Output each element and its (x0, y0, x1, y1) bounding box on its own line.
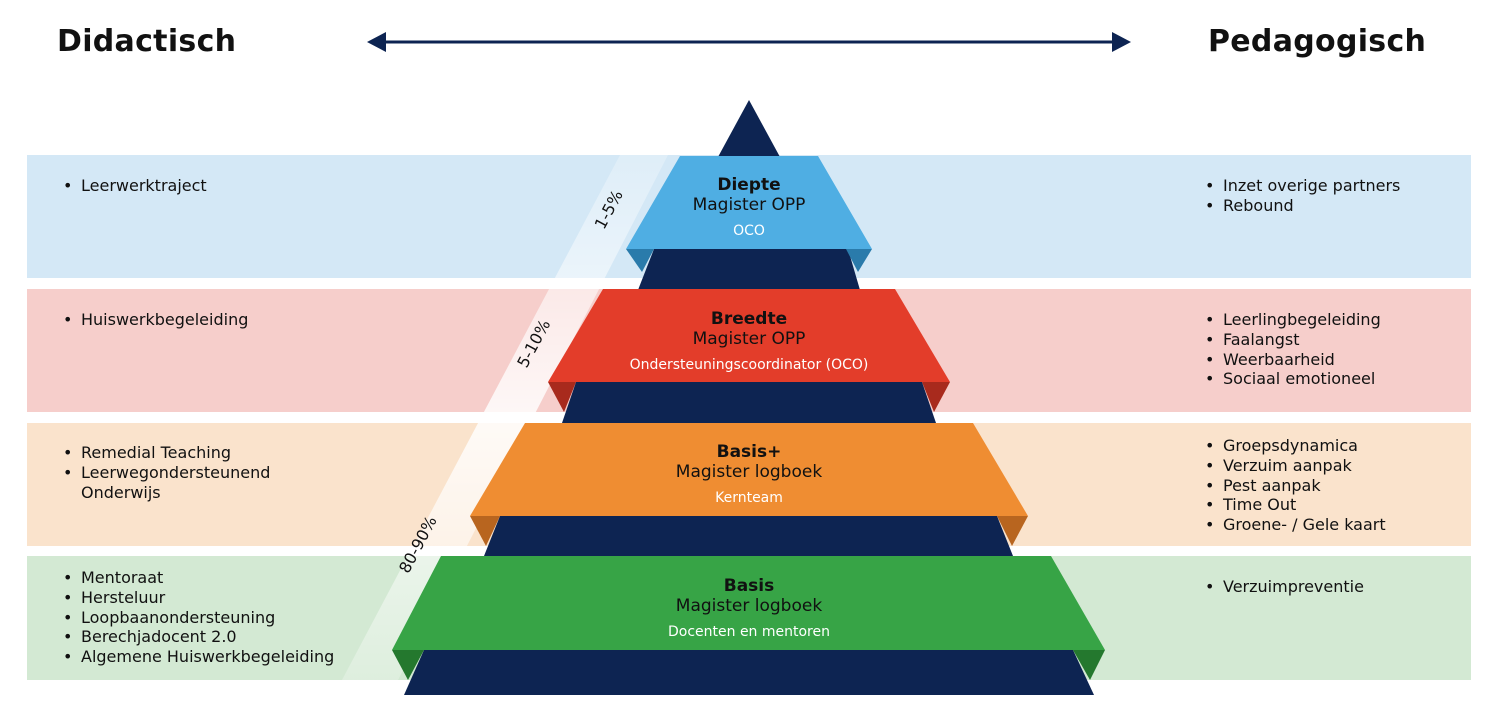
pyramid-apex (718, 100, 780, 157)
list-item: Algemene Huiswerkbegeleiding (63, 647, 334, 667)
pedagogisch-list-breedte: Leerlingbegeleiding Faalangst Weerbaarhe… (1205, 310, 1381, 389)
pyramid-layer-2 (562, 382, 936, 423)
tier-role: OCO (733, 223, 765, 239)
list-item: Leerlingbegeleiding (1205, 310, 1381, 330)
percentage-beam (342, 155, 668, 680)
pedagogisch-list-basisplus: Groepsdynamica Verzuim aanpak Pest aanpa… (1205, 436, 1386, 535)
heading-didactisch: Didactisch (57, 24, 237, 59)
list-item: Mentoraat (63, 568, 334, 588)
list-item: Pest aanpak (1205, 476, 1386, 496)
tier-title: Basis+ (716, 442, 782, 462)
list-item: Remedial Teaching (63, 443, 303, 463)
list-item: Loopbaanondersteuning (63, 608, 334, 628)
list-item: Groepsdynamica (1205, 436, 1386, 456)
tier-title: Breedte (710, 309, 788, 329)
pedagogisch-list-basis: Verzuimpreventie (1205, 577, 1364, 597)
tier-title: Basis (723, 576, 775, 596)
list-item: Verzuimpreventie (1205, 577, 1364, 597)
list-item: Hersteluur (63, 588, 334, 608)
tier-role: Ondersteuningscoordinator (OCO) (629, 357, 869, 373)
list-item: Time Out (1205, 495, 1386, 515)
pyramid-layer-4 (404, 650, 1094, 695)
tier-block-basis (392, 556, 1105, 680)
pedagogisch-list-diepte: Inzet overige partners Rebound (1205, 176, 1400, 216)
didactisch-list-breedte: Huiswerkbegeleiding (63, 310, 248, 330)
list-item: Weerbaarheid (1205, 350, 1381, 370)
tier-system: Magister logboek (675, 596, 823, 616)
tier-role: Docenten en mentoren (667, 624, 830, 640)
tier-block-basisplus (470, 423, 1028, 546)
heading-pedagogisch: Pedagogisch (1208, 24, 1427, 59)
didactisch-list-basis: Mentoraat Hersteluur Loopbaanondersteuni… (63, 568, 334, 667)
tier-title: Diepte (717, 175, 781, 195)
tier-system: Magister OPP (692, 195, 806, 215)
list-item: Faalangst (1205, 330, 1381, 350)
list-item: Leerwerktraject (63, 176, 207, 196)
list-item: Berechjadocent 2.0 (63, 627, 334, 647)
tier-system: Magister OPP (692, 329, 806, 349)
tier-block-breedte (548, 289, 950, 412)
list-item: Rebound (1205, 196, 1400, 216)
pyramid-layer-1 (638, 249, 860, 290)
tier-role: Kernteam (715, 490, 783, 506)
list-item: Inzet overige partners (1205, 176, 1400, 196)
list-item: Groene- / Gele kaart (1205, 515, 1386, 535)
list-item: Verzuim aanpak (1205, 456, 1386, 476)
tier-block-diepte (626, 156, 872, 272)
list-item: Leerwegondersteunend Onderwijs (63, 463, 303, 503)
pyramid-layer-3 (484, 516, 1013, 556)
didactisch-list-diepte: Leerwerktraject (63, 176, 207, 196)
double-arrow-icon (367, 32, 1131, 52)
tier-label-basis: Basis Magister logboek Docenten en mento… (549, 576, 949, 641)
tier-label-diepte: Diepte Magister OPP OCO (549, 175, 949, 240)
tier-label-basisplus: Basis+ Magister logboek Kernteam (549, 442, 949, 507)
tier-label-breedte: Breedte Magister OPP Ondersteuningscoord… (549, 309, 949, 374)
tier-system: Magister logboek (675, 462, 823, 482)
list-item: Huiswerkbegeleiding (63, 310, 248, 330)
didactisch-list-basisplus: Remedial Teaching Leerwegondersteunend O… (63, 443, 303, 502)
list-item: Sociaal emotioneel (1205, 369, 1381, 389)
